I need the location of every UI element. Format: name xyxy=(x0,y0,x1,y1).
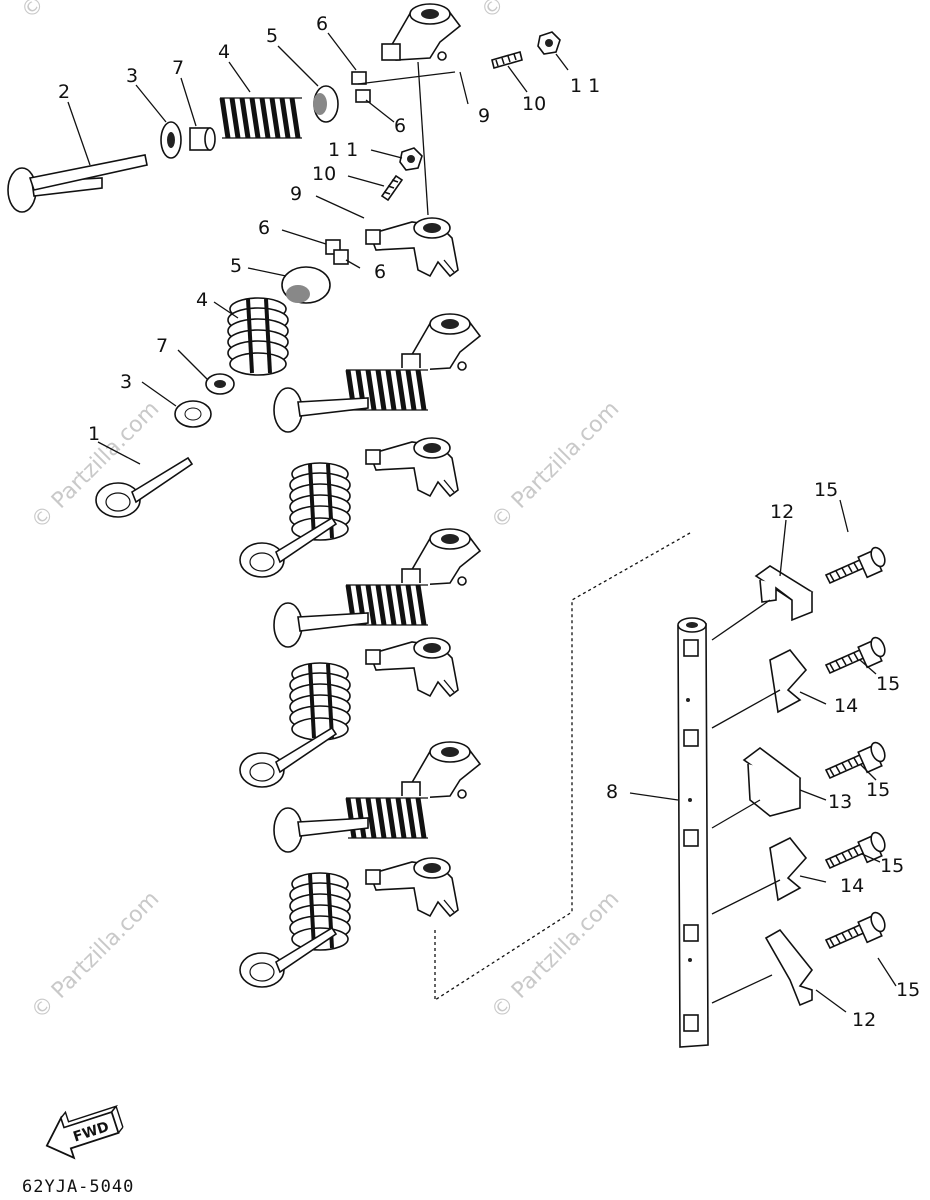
callout-label: 8 xyxy=(606,781,618,803)
watermark-text: © Partzilla.com xyxy=(477,0,615,24)
callout-label: 7 xyxy=(156,335,168,357)
callout-label: 6 xyxy=(258,217,270,239)
watermark-text: © Partzilla.com xyxy=(487,397,625,535)
bolt-part xyxy=(825,739,889,779)
rocker-arm-part xyxy=(401,313,481,371)
watermark-text: © Partzilla.com xyxy=(487,887,625,1025)
shaft-clip xyxy=(769,836,808,902)
callout-label: 4 xyxy=(218,41,230,63)
spring-retainer xyxy=(281,266,331,304)
valve-spring-part xyxy=(288,661,352,742)
bolt-part xyxy=(825,544,889,584)
rocker-arm-part xyxy=(365,857,459,917)
bolt-part xyxy=(825,829,889,869)
valve-seal xyxy=(189,127,216,151)
valve-spring-part xyxy=(226,296,290,377)
callout-label: 5 xyxy=(230,255,242,277)
callout-label: 2 xyxy=(58,81,70,103)
callout-label: 9 xyxy=(478,105,490,127)
rocker-arm-part xyxy=(365,437,459,497)
callout-label: 15 xyxy=(896,979,920,1001)
callout-label: 7 xyxy=(172,57,184,79)
valve-cotter xyxy=(325,239,349,265)
shaft-bracket xyxy=(742,747,802,817)
callout-label: 10 xyxy=(312,163,336,185)
spring-retainer xyxy=(313,85,339,123)
callout-label: 6 xyxy=(374,261,386,283)
watermark-text: © Partzilla.com xyxy=(27,397,165,535)
valve-cotter xyxy=(351,71,371,103)
callout-label: 9 xyxy=(290,183,302,205)
callout-label: 6 xyxy=(394,115,406,137)
callout-label: 1 1 xyxy=(328,139,358,161)
rocker-arm-part xyxy=(381,3,461,61)
callout-label: 6 xyxy=(316,13,328,35)
callout-label: 12 xyxy=(770,501,794,523)
callout-label: 13 xyxy=(828,791,852,813)
valve-part xyxy=(239,727,337,788)
rocker-arm-part xyxy=(401,528,481,586)
callout-label: 15 xyxy=(814,479,838,501)
valve-part xyxy=(239,517,337,578)
adjusting-screw xyxy=(491,51,523,69)
leader-lines xyxy=(67,32,897,1013)
callout-label: 15 xyxy=(866,779,890,801)
lock-nut xyxy=(537,31,561,55)
watermark-text: © Partzilla.com xyxy=(17,0,155,24)
callout-label: 3 xyxy=(126,65,138,87)
callout-label: 14 xyxy=(840,875,864,897)
rocker-arm-part xyxy=(365,637,459,697)
callout-label: 12 xyxy=(852,1009,876,1031)
diagram-code: 62YJA-5040 xyxy=(22,1177,134,1197)
shaft-bracket xyxy=(764,928,814,1007)
callout-label: 3 xyxy=(120,371,132,393)
shaft-alignment-line xyxy=(434,532,691,1001)
valve-seat-washer xyxy=(174,400,212,428)
shaft-bracket xyxy=(754,565,814,622)
bolt-part xyxy=(825,634,889,674)
rocker-shaft xyxy=(677,617,709,1048)
callout-label: 1 xyxy=(88,423,100,445)
callout-label: 10 xyxy=(522,93,546,115)
fwd-arrow-icon: FWD xyxy=(45,1104,124,1160)
valve-seal xyxy=(205,373,235,395)
adjusting-screw xyxy=(380,174,404,202)
shaft-clip xyxy=(769,648,808,714)
valve-part xyxy=(239,927,337,988)
valve-spring-part xyxy=(220,96,304,140)
callout-label: 14 xyxy=(834,695,858,717)
rocker-arm-part xyxy=(401,741,481,799)
callout-label: 15 xyxy=(880,855,904,877)
callout-label: 1 1 xyxy=(570,75,600,97)
callout-label: 15 xyxy=(876,673,900,695)
valve-seat-washer xyxy=(160,121,182,159)
bolt-part xyxy=(825,909,889,949)
lock-nut xyxy=(399,147,423,171)
callout-label: 5 xyxy=(266,25,278,47)
watermark-text: © Partzilla.com xyxy=(27,887,165,1025)
valve-stem-top xyxy=(28,154,148,191)
callout-label: 4 xyxy=(196,289,208,311)
